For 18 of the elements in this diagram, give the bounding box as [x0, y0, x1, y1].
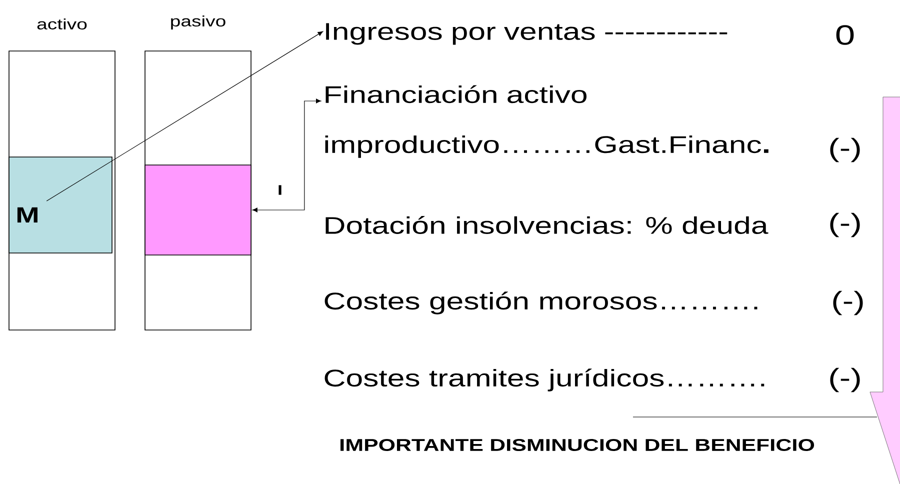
- arrow: [252, 98, 322, 212]
- item-text: Dotación insolvencias: % deuda: [326, 216, 768, 234]
- filled-box: M: [8, 156, 112, 254]
- sign: (-): [830, 212, 860, 238]
- item-text: Costes gestión morosos……….: [324, 292, 758, 314]
- node-label: pasivo: [171, 15, 226, 30]
- edge-label: I: [278, 185, 282, 195]
- sign: (-): [830, 138, 860, 162]
- item-text: Costes tramites jurídicos……….: [324, 368, 764, 392]
- sign: (-): [830, 368, 860, 392]
- arrow: [46, 31, 324, 202]
- item-text: Ingresos por ventas ------------: [326, 23, 728, 45]
- filled-box: [144, 164, 252, 256]
- conclusion-text: IMPORTANTE DISMINUCION DEL BENEFICIO: [340, 438, 814, 452]
- item-text: Financiación activo improductivo………Gast.Financ.: [325, 85, 768, 158]
- sign: (-): [833, 290, 863, 316]
- value: 0: [836, 25, 854, 45]
- node-label: activo: [37, 18, 87, 30]
